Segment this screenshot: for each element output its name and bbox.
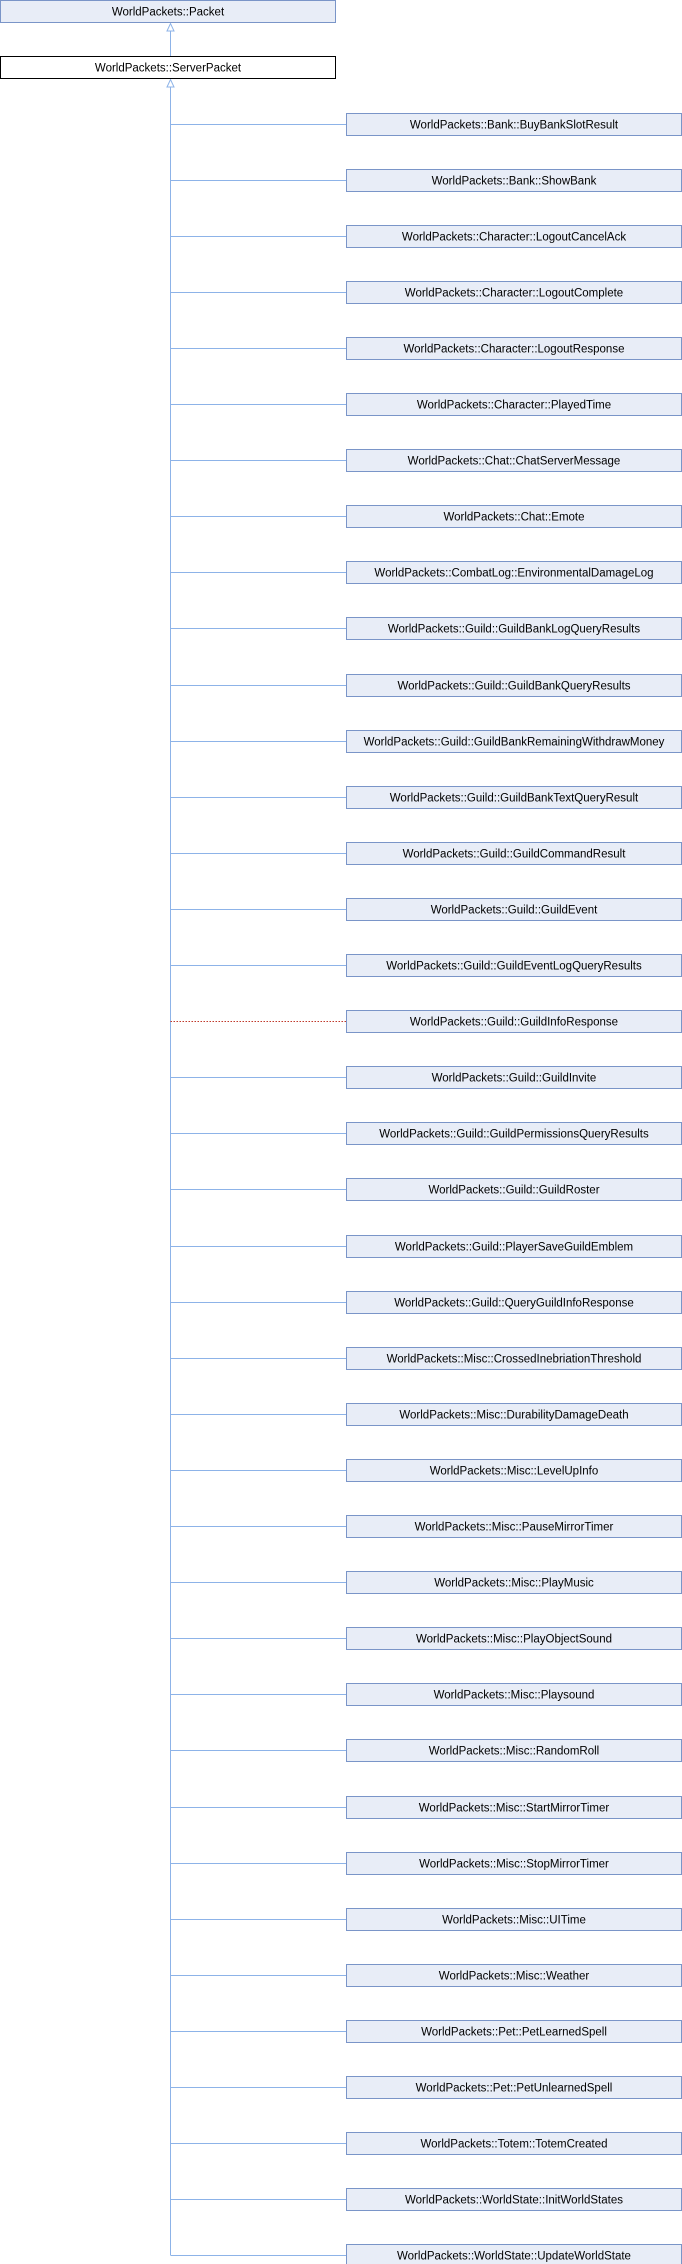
child-node-label: WorldPackets::Misc::DurabilityDamageDeat…: [399, 1410, 628, 1422]
child-node[interactable]: WorldPackets::Guild::GuildInfoResponse: [346, 1010, 682, 1033]
child-node[interactable]: WorldPackets::Guild::GuildEventLogQueryR…: [346, 954, 682, 977]
child-node-label: WorldPackets::Guild::GuildCommandResult: [403, 849, 627, 861]
child-node[interactable]: WorldPackets::Guild::QueryGuildInfoRespo…: [346, 1291, 682, 1314]
child-node[interactable]: WorldPackets::WorldState::UpdateWorldSta…: [346, 2244, 682, 2264]
child-node-label: WorldPackets::Bank::ShowBank: [432, 176, 597, 188]
child-node[interactable]: WorldPackets::Guild::GuildBankTextQueryR…: [346, 786, 682, 809]
node-root-box: [0, 0, 336, 23]
child-node-label: WorldPackets::Guild::GuildBankTextQueryR…: [390, 793, 639, 805]
child-node[interactable]: WorldPackets::Misc::Weather: [346, 1964, 682, 1987]
child-node[interactable]: WorldPackets::Misc::RandomRoll: [346, 1739, 682, 1762]
child-node[interactable]: WorldPackets::Guild::GuildCommandResult: [346, 842, 682, 865]
child-node-label: WorldPackets::Misc::PlayMusic: [434, 1578, 594, 1590]
child-node[interactable]: WorldPackets::Misc::StopMirrorTimer: [346, 1852, 682, 1875]
child-node-label: WorldPackets::WorldState::InitWorldState…: [405, 2195, 623, 2207]
child-node-label: WorldPackets::Misc::Playsound: [434, 1690, 595, 1702]
child-node-label: WorldPackets::Guild::GuildBankRemainingW…: [364, 737, 665, 749]
child-node-label: WorldPackets::Bank::BuyBankSlotResult: [410, 120, 619, 132]
child-node[interactable]: WorldPackets::Guild::GuildEvent: [346, 898, 682, 921]
child-node-label: WorldPackets::Character::PlayedTime: [417, 400, 611, 412]
child-node-label: WorldPackets::Guild::GuildBankLogQueryRe…: [388, 624, 641, 636]
child-node[interactable]: WorldPackets::Misc::StartMirrorTimer: [346, 1796, 682, 1819]
child-node[interactable]: WorldPackets::Totem::TotemCreated: [346, 2132, 682, 2155]
child-node[interactable]: WorldPackets::Guild::GuildBankRemainingW…: [346, 730, 682, 753]
child-node-label: WorldPackets::Misc::PlayObjectSound: [416, 1634, 612, 1646]
child-node-label: WorldPackets::Character::LogoutResponse: [404, 344, 625, 356]
child-node-label: WorldPackets::Misc::CrossedInebriationTh…: [387, 1354, 642, 1366]
child-node[interactable]: WorldPackets::Pet::PetLearnedSpell: [346, 2020, 682, 2043]
child-node-label: WorldPackets::Misc::StartMirrorTimer: [419, 1803, 610, 1815]
child-node[interactable]: WorldPackets::Character::PlayedTime: [346, 393, 682, 416]
child-node[interactable]: WorldPackets::CombatLog::EnvironmentalDa…: [346, 561, 682, 584]
child-node-label: WorldPackets::Guild::GuildRoster: [428, 1185, 599, 1197]
edge-root-arrowhead: [166, 22, 175, 32]
child-node[interactable]: WorldPackets::Misc::PlayMusic: [346, 1571, 682, 1594]
child-node-label: WorldPackets::Guild::GuildInfoResponse: [410, 1017, 618, 1029]
child-node[interactable]: WorldPackets::Misc::LevelUpInfo: [346, 1459, 682, 1482]
edge-parent-arrowhead: [166, 78, 175, 88]
child-node[interactable]: WorldPackets::Guild::GuildPermissionsQue…: [346, 1122, 682, 1145]
child-node-label: WorldPackets::CombatLog::EnvironmentalDa…: [374, 568, 653, 580]
child-node-label: WorldPackets::Character::LogoutCancelAck: [402, 232, 626, 244]
child-node[interactable]: WorldPackets::Bank::BuyBankSlotResult: [346, 113, 682, 136]
child-node-label: WorldPackets::Guild::GuildBankQueryResul…: [397, 681, 630, 693]
child-node-label: WorldPackets::Guild::QueryGuildInfoRespo…: [394, 1298, 633, 1310]
child-node-label: WorldPackets::Totem::TotemCreated: [420, 2139, 607, 2151]
child-node-label: WorldPackets::Chat::ChatServerMessage: [408, 456, 621, 468]
child-node-label: WorldPackets::Guild::GuildEvent: [431, 905, 598, 917]
child-node-label: WorldPackets::Pet::PetUnlearnedSpell: [416, 2083, 613, 2095]
child-node[interactable]: WorldPackets::Character::LogoutCancelAck: [346, 225, 682, 248]
node-parent-box: [0, 56, 336, 79]
node-parent-label: WorldPackets::ServerPacket: [95, 63, 242, 75]
child-node[interactable]: WorldPackets::Guild::GuildBankQueryResul…: [346, 674, 682, 697]
child-node-label: WorldPackets::Misc::UITime: [442, 1915, 586, 1927]
child-node[interactable]: WorldPackets::Guild::GuildInvite: [346, 1066, 682, 1089]
child-node-label: WorldPackets::Guild::PlayerSaveGuildEmbl…: [395, 1242, 633, 1254]
diagram-edges: [166, 22, 347, 2256]
child-node[interactable]: WorldPackets::Character::LogoutResponse: [346, 337, 682, 360]
child-node[interactable]: WorldPackets::Chat::ChatServerMessage: [346, 449, 682, 472]
node-parent[interactable]: WorldPackets::ServerPacket: [0, 56, 336, 79]
child-node[interactable]: WorldPackets::Guild::PlayerSaveGuildEmbl…: [346, 1235, 682, 1258]
child-node-label: WorldPackets::Chat::Emote: [443, 512, 584, 524]
node-root[interactable]: WorldPackets::Packet: [0, 0, 336, 23]
child-node-label: WorldPackets::Guild::GuildEventLogQueryR…: [386, 961, 642, 973]
child-node[interactable]: WorldPackets::Misc::DurabilityDamageDeat…: [346, 1403, 682, 1426]
child-node[interactable]: WorldPackets::Misc::PauseMirrorTimer: [346, 1515, 682, 1538]
node-root-label: WorldPackets::Packet: [112, 7, 225, 19]
child-nodes: WorldPackets::Bank::BuyBankSlotResultWor…: [346, 113, 682, 2264]
child-node[interactable]: WorldPackets::Bank::ShowBank: [346, 169, 682, 192]
child-node-label: WorldPackets::WorldState::UpdateWorldSta…: [397, 2251, 631, 2263]
child-node-label: WorldPackets::Misc::StopMirrorTimer: [419, 1859, 609, 1871]
child-node-label: WorldPackets::Character::LogoutComplete: [405, 288, 623, 300]
child-node[interactable]: WorldPackets::Misc::UITime: [346, 1908, 682, 1931]
child-node[interactable]: WorldPackets::Character::LogoutComplete: [346, 281, 682, 304]
child-node[interactable]: WorldPackets::Guild::GuildRoster: [346, 1178, 682, 1201]
child-node[interactable]: WorldPackets::Chat::Emote: [346, 505, 682, 528]
child-node[interactable]: WorldPackets::Pet::PetUnlearnedSpell: [346, 2076, 682, 2099]
child-node[interactable]: WorldPackets::Guild::GuildBankLogQueryRe…: [346, 617, 682, 640]
child-node-label: WorldPackets::Misc::LevelUpInfo: [430, 1466, 599, 1478]
child-node-label: WorldPackets::Misc::RandomRoll: [429, 1746, 599, 1758]
child-node-label: WorldPackets::Misc::PauseMirrorTimer: [415, 1522, 614, 1534]
child-node-label: WorldPackets::Pet::PetLearnedSpell: [421, 2027, 607, 2039]
child-node[interactable]: WorldPackets::WorldState::InitWorldState…: [346, 2188, 682, 2211]
child-node-label: WorldPackets::Guild::GuildInvite: [432, 1073, 597, 1085]
child-node-label: WorldPackets::Misc::Weather: [439, 1971, 590, 1983]
child-node-label: WorldPackets::Guild::GuildPermissionsQue…: [379, 1129, 649, 1141]
child-node[interactable]: WorldPackets::Misc::Playsound: [346, 1683, 682, 1706]
child-node[interactable]: WorldPackets::Misc::PlayObjectSound: [346, 1627, 682, 1650]
child-node[interactable]: WorldPackets::Misc::CrossedInebriationTh…: [346, 1347, 682, 1370]
